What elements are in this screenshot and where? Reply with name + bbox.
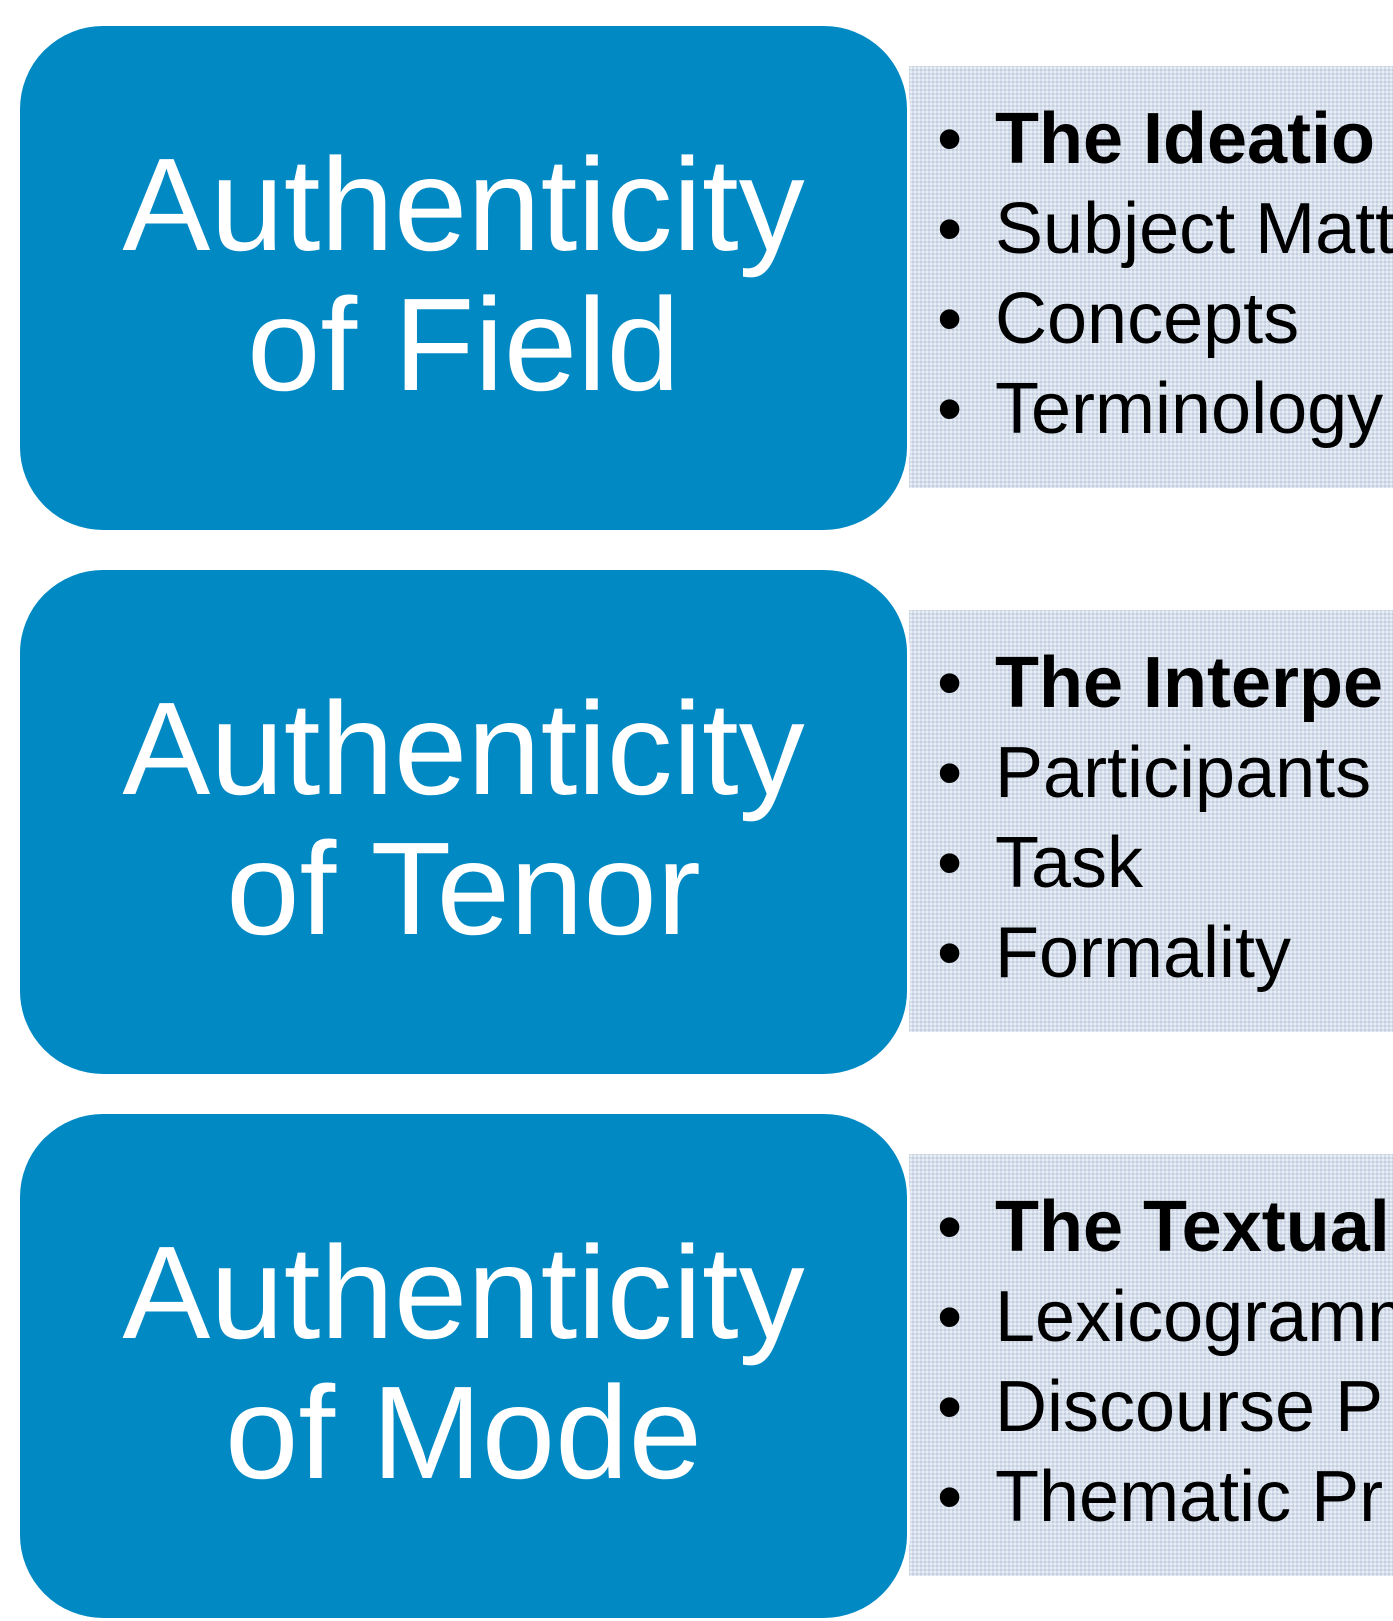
bullet-glyph: • (937, 1457, 963, 1537)
bullet-glyph: • (937, 189, 963, 269)
bullet-glyph: • (937, 823, 963, 903)
bullet-glyph: • (937, 733, 963, 813)
field-detail-panel: •The Ideatio •Subject Matt •Concepts •Te… (909, 66, 1393, 488)
mode-bullet-item: •Lexicogramm (937, 1272, 1393, 1362)
field-block-title: Authenticity of Field (122, 131, 805, 418)
bullet-glyph: • (937, 1277, 963, 1357)
tenor-block-title: Authenticity of Tenor (122, 675, 805, 962)
mode-bullet-item: •Discourse P (937, 1362, 1393, 1452)
diagram-row-field: •The Ideatio •Subject Matt •Concepts •Te… (0, 23, 1393, 533)
tenor-block: Authenticity of Tenor (17, 567, 910, 1077)
field-bullet-item: •Terminology (937, 364, 1393, 454)
bullet-glyph: • (937, 643, 963, 723)
mode-block-title: Authenticity of Mode (122, 1219, 805, 1506)
tenor-bullet-item: •Task (937, 818, 1383, 908)
mode-block: Authenticity of Mode (17, 1111, 910, 1621)
bullet-glyph: • (937, 913, 963, 993)
tenor-bullet-item: •Participants (937, 728, 1383, 818)
bullet-glyph: • (937, 369, 963, 449)
tenor-detail-panel: •The Interpe •Participants •Task •Formal… (909, 610, 1393, 1032)
diagram-row-mode: •The Textual •Lexicogramm •Discourse P •… (0, 1111, 1393, 1621)
diagram-row-tenor: •The Interpe •Participants •Task •Formal… (0, 567, 1393, 1077)
bullet-glyph: • (937, 1187, 963, 1267)
field-bullet-item: •Concepts (937, 274, 1393, 364)
field-bullet-heading: •The Ideatio (937, 94, 1393, 184)
tenor-bullet-heading: •The Interpe (937, 638, 1383, 728)
field-bullet-list: •The Ideatio •Subject Matt •Concepts •Te… (937, 94, 1393, 454)
mode-bullet-item: •Thematic Pr (937, 1452, 1393, 1542)
bullet-glyph: • (937, 99, 963, 179)
field-block: Authenticity of Field (17, 23, 910, 533)
tenor-bullet-item: •Formality (937, 908, 1383, 998)
mode-bullet-list: •The Textual •Lexicogramm •Discourse P •… (937, 1182, 1393, 1542)
field-bullet-item: •Subject Matt (937, 184, 1393, 274)
bullet-glyph: • (937, 1367, 963, 1447)
bullet-glyph: • (937, 279, 963, 359)
tenor-bullet-list: •The Interpe •Participants •Task •Formal… (937, 638, 1383, 998)
mode-detail-panel: •The Textual •Lexicogramm •Discourse P •… (909, 1154, 1393, 1576)
mode-bullet-heading: •The Textual (937, 1182, 1393, 1272)
